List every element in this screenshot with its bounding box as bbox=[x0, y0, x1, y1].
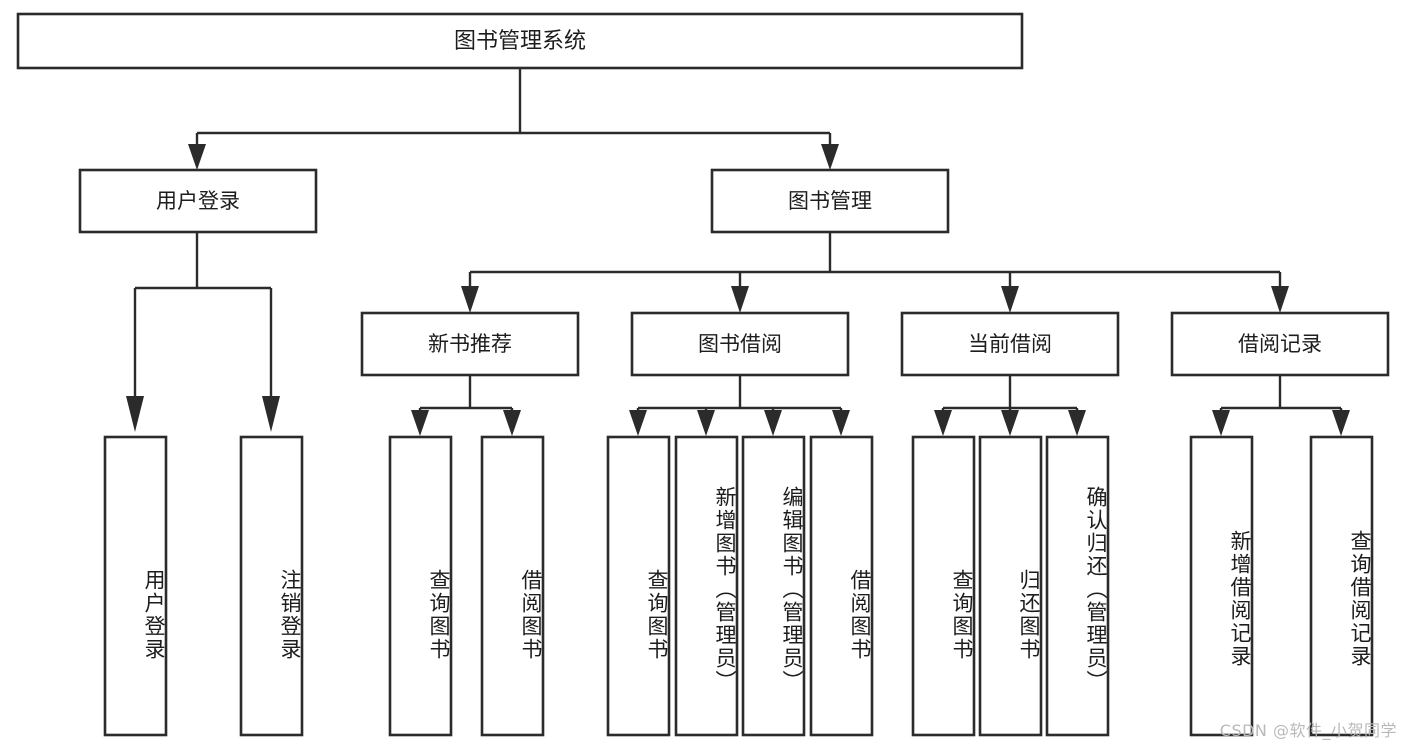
node-new-book-recommend[interactable]: 新书推荐 bbox=[360, 311, 580, 377]
leaf-box-currentborrow-2[interactable] bbox=[978, 435, 1043, 737]
connector-group-currentborrow-to-leaves bbox=[934, 375, 1086, 436]
leaf-box-newbook-2[interactable] bbox=[480, 435, 545, 737]
arrowhead-br-leaf-2 bbox=[1332, 410, 1350, 436]
connector-group-borrowrecord-to-leaves bbox=[1212, 375, 1350, 436]
node-current-borrow-box[interactable] bbox=[900, 311, 1120, 377]
node-root-box[interactable] bbox=[16, 12, 1024, 70]
node-book-manage-box[interactable] bbox=[710, 168, 950, 234]
connector-group-root-to-level2 bbox=[188, 68, 839, 170]
arrowhead-user-leaf-1 bbox=[126, 396, 144, 432]
node-root-label: 图书管理系统 bbox=[454, 29, 586, 54]
node-book-borrow-box[interactable] bbox=[630, 311, 850, 377]
arrowhead-to-book-manage bbox=[821, 144, 839, 170]
leaf-box-user-login-2[interactable] bbox=[239, 435, 304, 737]
node-user-login-box[interactable] bbox=[78, 168, 318, 234]
node-book-borrow[interactable]: 图书借阅 bbox=[630, 311, 850, 377]
leaf-boxes-book-borrow bbox=[606, 435, 874, 737]
node-borrow-record-box[interactable] bbox=[1170, 311, 1390, 377]
arrowhead-user-leaf-2 bbox=[262, 396, 280, 432]
arrowhead-to-current-borrow bbox=[1001, 286, 1019, 313]
arrowhead-bb-leaf-1 bbox=[629, 410, 647, 436]
arrowhead-to-book-borrow bbox=[731, 286, 749, 313]
node-current-borrow[interactable]: 当前借阅 bbox=[900, 311, 1120, 377]
leaf-boxes-borrow-record bbox=[1189, 435, 1374, 737]
arrowhead-cb-leaf-3 bbox=[1068, 410, 1086, 436]
node-user-login[interactable]: 用户登录 bbox=[78, 168, 318, 234]
arrowhead-bb-leaf-4 bbox=[832, 410, 850, 436]
arrowhead-nb-leaf-1 bbox=[411, 410, 429, 436]
leaf-box-user-login-1[interactable] bbox=[103, 435, 168, 737]
arrowhead-to-new-book bbox=[461, 286, 479, 313]
leaf-boxes-current-borrow bbox=[911, 435, 1110, 737]
arrowhead-br-leaf-1 bbox=[1212, 410, 1230, 436]
node-new-book-recommend-box[interactable] bbox=[360, 311, 580, 377]
arrowhead-cb-leaf-1 bbox=[934, 410, 952, 436]
leaf-box-newbook-1[interactable] bbox=[388, 435, 453, 737]
arrowhead-nb-leaf-2 bbox=[503, 410, 521, 436]
arrowhead-to-user-login bbox=[188, 144, 206, 170]
leaf-boxes-user-login bbox=[103, 435, 304, 737]
connector-group-bookborrow-to-leaves bbox=[629, 375, 850, 436]
arrowhead-to-borrow-record bbox=[1271, 286, 1289, 313]
connector-group-book-manage-to-level3 bbox=[461, 232, 1289, 313]
leaf-boxes-new-book-recommend bbox=[388, 435, 545, 737]
leaf-box-currentborrow-3[interactable] bbox=[1045, 435, 1110, 737]
node-book-manage-label: 图书管理 bbox=[788, 189, 872, 213]
leaf-box-currentborrow-1[interactable] bbox=[911, 435, 976, 737]
connector-group-user-login-to-leaves bbox=[126, 232, 280, 432]
leaf-box-borrowrecord-2[interactable] bbox=[1309, 435, 1374, 737]
leaf-box-bookborrow-2[interactable] bbox=[674, 435, 739, 737]
leaf-box-borrowrecord-1[interactable] bbox=[1189, 435, 1254, 737]
leaf-box-bookborrow-1[interactable] bbox=[606, 435, 671, 737]
arrowhead-bb-leaf-3 bbox=[764, 410, 782, 436]
node-book-manage[interactable]: 图书管理 bbox=[710, 168, 950, 234]
node-book-borrow-label: 图书借阅 bbox=[698, 332, 782, 356]
node-user-login-label: 用户登录 bbox=[156, 189, 240, 213]
connector-group-newbook-to-leaves bbox=[411, 375, 521, 436]
watermark-text: CSDN @软件_小贺同学 bbox=[1219, 721, 1397, 740]
node-current-borrow-label: 当前借阅 bbox=[968, 332, 1052, 356]
node-new-book-recommend-label: 新书推荐 bbox=[428, 332, 512, 356]
node-root[interactable]: 图书管理系统 bbox=[16, 12, 1024, 70]
node-borrow-record-label: 借阅记录 bbox=[1238, 332, 1322, 356]
arrowhead-cb-leaf-2 bbox=[1001, 410, 1019, 436]
leaf-box-bookborrow-3[interactable] bbox=[741, 435, 806, 737]
arrowhead-bb-leaf-2 bbox=[697, 410, 715, 436]
leaf-box-bookborrow-4[interactable] bbox=[809, 435, 874, 737]
node-borrow-record[interactable]: 借阅记录 bbox=[1170, 311, 1390, 377]
